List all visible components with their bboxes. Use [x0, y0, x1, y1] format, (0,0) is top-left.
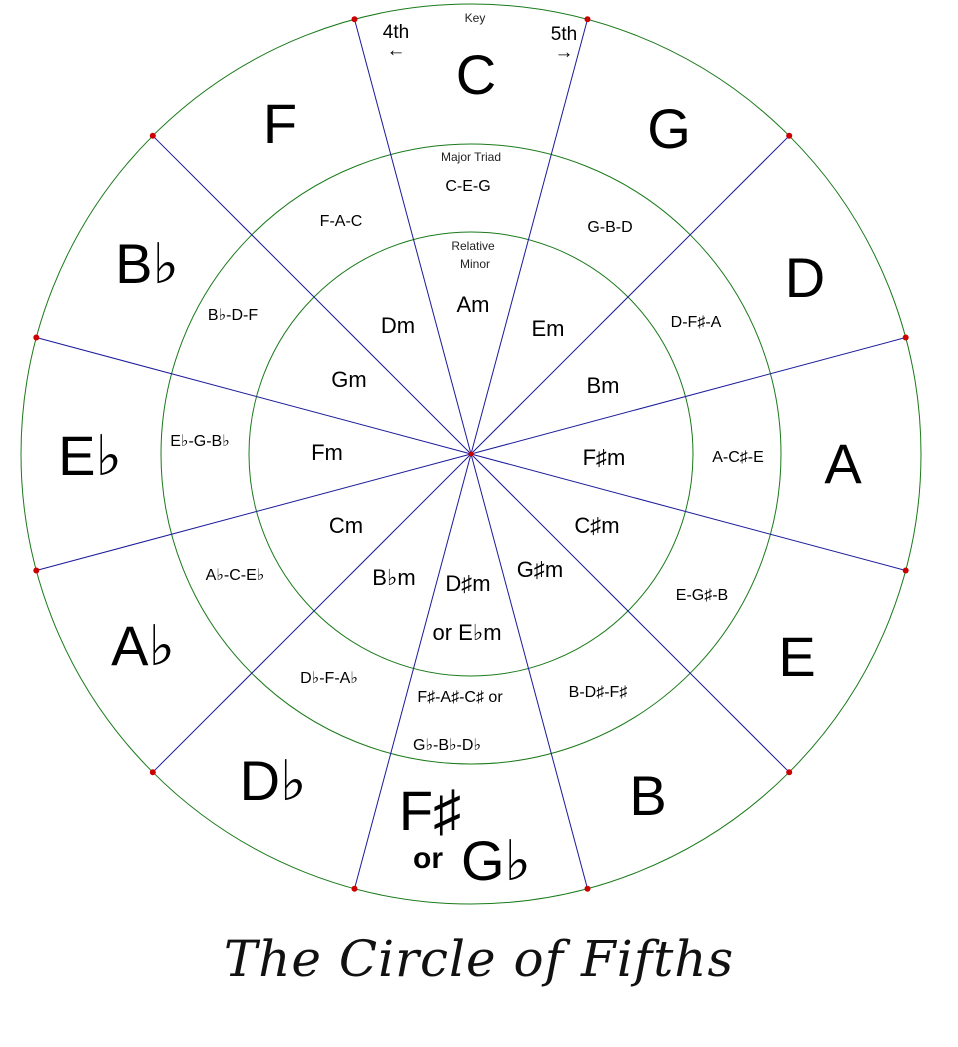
- triad-f: F-A-C: [320, 213, 363, 230]
- sector-divider: [152, 135, 472, 455]
- key-g-flat: G♭: [461, 829, 531, 892]
- sector-divider: [152, 453, 472, 773]
- triad-d-flat: D♭-F-A♭: [300, 670, 358, 687]
- outer-ring: [20, 3, 922, 905]
- key-b-flat: B♭: [115, 232, 179, 295]
- key-a-flat: A♭: [111, 614, 175, 677]
- triad-f-sharp: F♯-A♯-C♯ or: [417, 689, 503, 706]
- key-label: Key: [465, 11, 486, 25]
- minor-gm: Gm: [331, 367, 366, 392]
- minor-label: Minor: [460, 257, 490, 271]
- sector-divider: [354, 453, 472, 889]
- sector-divider: [470, 453, 790, 773]
- sector-divider: [354, 19, 472, 455]
- minor-cm: Cm: [329, 513, 363, 538]
- relative-label: Relative: [451, 239, 495, 253]
- rim-marker: [786, 769, 793, 776]
- key-d-flat: D♭: [240, 749, 307, 812]
- minor-dm: Dm: [381, 313, 415, 338]
- key-f: F: [263, 92, 297, 155]
- rim-marker: [149, 769, 156, 776]
- sector-divider: [36, 453, 472, 571]
- sector-divider: [470, 453, 906, 571]
- minor-c-sharp-m: C♯m: [574, 513, 619, 538]
- key-b: B: [629, 764, 666, 827]
- minor-fm: Fm: [311, 440, 343, 465]
- triad-g-flat: G♭-B♭-D♭: [413, 737, 481, 754]
- rim-marker: [786, 132, 793, 139]
- sector-divider: [470, 135, 790, 455]
- center-point: [468, 451, 474, 457]
- inner-ring: [248, 231, 694, 677]
- minor-em: Em: [532, 316, 565, 341]
- key-d: D: [785, 246, 825, 309]
- triad-a-flat: A♭-C-E♭: [206, 567, 265, 584]
- rim-marker: [149, 132, 156, 139]
- triad-a: A-C♯-E: [712, 449, 764, 466]
- fifth-arrow-icon: →: [555, 42, 574, 63]
- rim-marker: [33, 567, 40, 574]
- major-triad-label: Major Triad: [441, 150, 501, 164]
- triad-e: E-G♯-B: [676, 587, 728, 604]
- minor-d-sharp-m: D♯m: [445, 571, 490, 596]
- rim-marker: [351, 16, 358, 23]
- triad-d: D-F♯-A: [671, 314, 722, 331]
- fourth-arrow-icon: ←: [387, 40, 406, 61]
- rim-marker: [902, 567, 909, 574]
- rim-marker: [584, 16, 591, 23]
- key-e: E: [778, 625, 815, 688]
- sector-dividers: [36, 19, 906, 889]
- key-c: C: [456, 43, 496, 106]
- middle-ring: [160, 143, 782, 765]
- fifth-label: 5th: [551, 24, 577, 45]
- minor-g-sharp-m: G♯m: [517, 557, 563, 582]
- key-a: A: [824, 432, 862, 495]
- sector-divider: [470, 337, 906, 455]
- rim-marker: [584, 885, 591, 892]
- rim-marker: [351, 885, 358, 892]
- triad-e-flat: E♭-G-B♭: [170, 433, 230, 450]
- rim-marker: [902, 334, 909, 341]
- minor-b-flat-m: B♭m: [372, 565, 415, 590]
- sector-divider: [36, 337, 472, 455]
- rim-markers: [33, 16, 909, 892]
- fourth-label: 4th: [383, 22, 409, 43]
- diagram-title: The Circle of Fifths: [223, 930, 735, 988]
- triad-c: C-E-G: [445, 178, 490, 195]
- key-g: G: [647, 97, 691, 160]
- minor-e-flat-m: or E♭m: [432, 620, 501, 645]
- triad-g: G-B-D: [587, 219, 632, 236]
- key-or-word: or: [413, 842, 443, 875]
- sector-divider: [470, 453, 588, 889]
- minor-am: Am: [457, 292, 490, 317]
- sector-divider: [470, 19, 588, 455]
- minor-f-sharp-m: F♯m: [583, 445, 626, 470]
- triad-b-flat: B♭-D-F: [208, 307, 258, 324]
- rim-marker: [33, 334, 40, 341]
- minor-bm: Bm: [587, 373, 620, 398]
- key-e-flat: E♭: [58, 424, 122, 487]
- triad-b: B-D♯-F♯: [569, 684, 628, 701]
- key-f-sharp: F♯: [399, 779, 461, 842]
